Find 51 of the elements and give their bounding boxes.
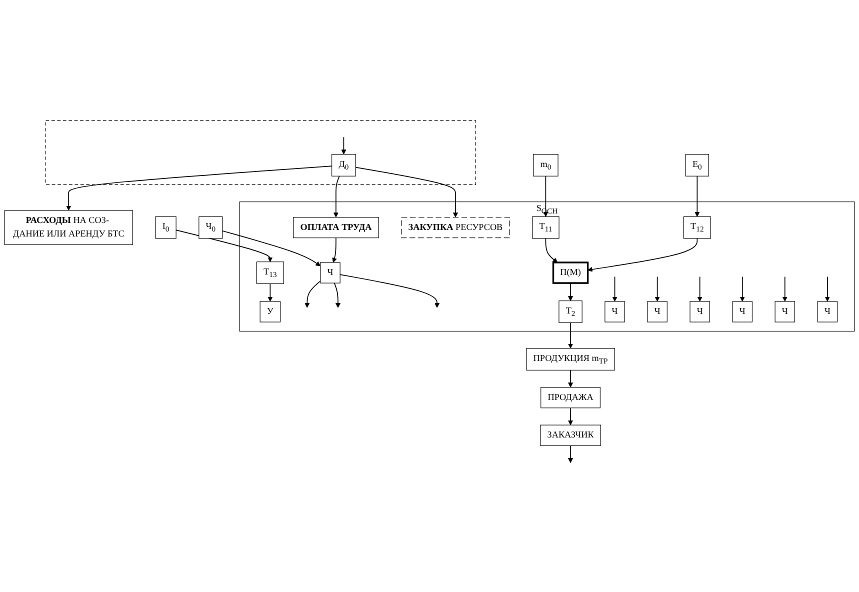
arrow [568, 370, 574, 388]
process-box: T$_{12}$ [683, 216, 711, 240]
process-box: ЗАКУПКА РЕСУРСОВ [401, 217, 510, 238]
arrow [568, 446, 574, 464]
arrow [341, 137, 346, 155]
process-box: Ч [647, 301, 668, 323]
arrow [782, 276, 788, 302]
arrow [740, 276, 745, 302]
arrow [333, 176, 340, 218]
arrow [222, 230, 321, 267]
process-box: Ч [690, 301, 710, 323]
process-box: Ч [732, 301, 752, 323]
process-box: Ч [604, 301, 625, 323]
arrow [355, 167, 458, 218]
arrow [304, 280, 321, 308]
arrow [268, 284, 273, 302]
process-box: Ч [817, 301, 838, 323]
arrow [332, 238, 337, 264]
process-box: I$_{0}$ [155, 216, 176, 240]
process-box: ПРОДУКЦИЯ m$_{ТР}$ [526, 348, 615, 371]
arrow [588, 238, 698, 272]
arrow [334, 282, 340, 308]
process-box: Ч [774, 301, 796, 323]
process-box: ОПЛАТА ТРУДА [293, 217, 379, 238]
arrow [694, 176, 700, 218]
process-box: ПРОДАЖА [540, 387, 600, 409]
arrow [824, 276, 830, 302]
process-box: ЗАКАЗЧИК [540, 425, 601, 446]
process-box: Ч [320, 262, 340, 284]
process-box: РАСХОДЫ НА СОЗ- ДАНИЕ ИЛИ АРЕНДУ БТС [4, 210, 133, 246]
arrow [654, 276, 660, 302]
process-box: Ч$_{0}$ [198, 216, 223, 240]
arrow [568, 408, 574, 426]
arrow [697, 276, 702, 302]
process-box: T$_{13}$ [256, 262, 284, 284]
arrow [543, 176, 548, 218]
arrow [568, 322, 574, 349]
group-frame [45, 120, 476, 186]
arrow [568, 282, 574, 302]
process-box: E$_{0}$ [685, 154, 709, 177]
process-box: m$_{0}$ [533, 154, 558, 177]
process-box: T$_{2}$ [558, 300, 582, 324]
process-box: П(М) [552, 262, 589, 284]
arrow [340, 274, 440, 308]
process-box: У [260, 301, 281, 323]
arrow [545, 238, 558, 264]
process-box: Д$_{0}$ [332, 154, 356, 177]
arrow [66, 166, 332, 211]
arrow [176, 230, 273, 262]
process-box: T$_{11}$ [532, 216, 560, 240]
arrow [612, 276, 618, 302]
